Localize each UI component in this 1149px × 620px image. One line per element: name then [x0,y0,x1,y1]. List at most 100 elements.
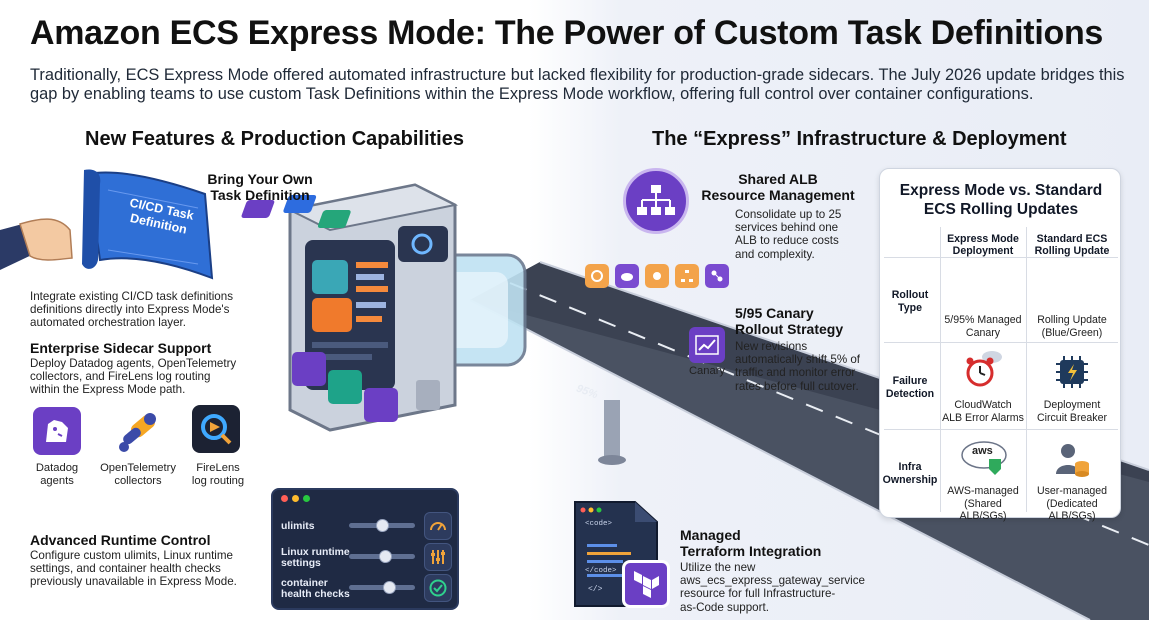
circuit-breaker-icon [1054,354,1090,390]
intro-paragraph: Traditionally, ECS Express Mode offered … [30,66,1125,103]
runtime-title: Advanced Runtime Control [30,532,211,548]
cell-rollout-standard-line1: Rolling Update [1037,314,1107,326]
road-pillar [604,400,620,460]
terraform-title-line1: Managed [680,527,741,543]
opentelemetry-icon [112,405,164,457]
service-icon [585,264,609,288]
road [470,262,1149,620]
datadog-icon [33,407,81,455]
row-header-failure-line2: Detection [885,387,935,400]
comparison-title-line2: ECS Rolling Updates [923,201,1079,218]
cell-rollout-express-line1: 5/95% Managed [944,314,1022,326]
col-header-express: Express Mode Deployment [943,233,1023,257]
opentelemetry-caption: OpenTelemetry collectors [96,462,180,488]
cell-ownership-standard-line1: User-managed [1036,485,1108,497]
code-tag-slash: </> [588,585,603,594]
network-icon [705,264,729,288]
cell-rollout-express-line2: Canary [965,326,1001,339]
cloud-icon [615,264,639,288]
code-tag-close: </code> [585,567,617,575]
comparison-panel: Express Mode vs. Standard ECS Rolling Up… [879,168,1122,522]
cell-failure-standard: Deployment Circuit Breaker [1029,399,1115,424]
terraform-body: Utilize the new aws_ecs_express_gateway_… [680,561,865,614]
row-header-rollout-line2: Type [898,301,922,314]
row-header-failure-line1: Failure [892,375,928,387]
canary-icon-label: Canary [688,365,726,377]
cell-failure-standard-line1: Deployment [1043,399,1101,411]
alarm-clock-icon [964,347,1004,391]
sidecar-cube [292,352,326,386]
sidecar-body: Deploy Datadog agents, OpenTelemetry col… [30,357,237,397]
col-header-standard: Standard ECS Rolling Update [1032,233,1112,257]
linux-runtime-slider[interactable] [349,550,415,563]
row-header-rollout-line1: Rollout [891,289,929,301]
ulimits-slider[interactable] [349,519,415,532]
cell-ownership-express-line2: (Shared ALB/SGs) [959,497,1007,523]
cell-ownership-express-line1: AWS-managed [947,485,1019,497]
canary-body: New revisions automatically shift 5% of … [735,340,861,393]
firelens-icon [192,405,240,453]
sliders-icon [424,543,452,571]
byo-title-line2: Task Definition [210,187,310,203]
right-section-heading: The “Express” Infrastructure & Deploymen… [652,128,1067,150]
aws-cloud-icon [959,437,1009,481]
cell-failure-standard-line2: Circuit Breaker [1036,411,1108,424]
sidecar-cube [328,370,362,404]
col-header-express-line2: Deployment [952,245,1014,257]
opentelemetry-caption-line1: OpenTelemetry [100,462,176,474]
col-header-standard-line1: Standard ECS [1036,233,1108,245]
byo-body: Integrate existing CI/CD task definition… [30,290,233,330]
task-definition-scroll-illustration [0,169,214,280]
datadog-caption-line2: agents [40,475,74,487]
firelens-caption: FireLens log routing [180,462,256,488]
row-header-rollout: Rollout Type [880,289,940,314]
slider-knob[interactable] [382,581,396,594]
datadog-caption-line1: Datadog [35,462,79,474]
canary-title-line2: Rollout Strategy [735,321,844,337]
alb-title-line1: Shared ALB [738,171,818,187]
cell-rollout-standard-line2: (Blue/Green) [1041,326,1103,339]
comparison-title-line1: Express Mode vs. Standard [899,182,1103,199]
alb-title-line2: Resource Management [701,187,855,203]
page-title: Amazon ECS Express Mode: The Power of Cu… [30,14,1104,52]
cell-ownership-express: AWS-managed (Shared ALB/SGs) [940,485,1026,523]
firelens-caption-line2: log routing [191,475,245,487]
service-icons-row [585,264,729,288]
cell-failure-express-line2: ALB Error Alarms [942,411,1024,424]
aws-badge-text: aws [972,445,993,457]
canary-chart-icon [689,327,725,363]
user-database-icon [1052,440,1092,480]
slider-knob[interactable] [379,550,393,563]
window-dots [281,495,310,502]
linux-runtime-label-line1: Linux runtime [281,547,350,558]
linux-runtime-label: Linux runtime settings [281,547,350,569]
health-checks-label-line2: health checks [281,589,350,600]
health-checks-slider[interactable] [349,581,415,594]
cell-rollout-express: 5/95% Managed Canary [940,314,1026,339]
sidecar-title: Enterprise Sidecar Support [30,340,212,356]
byo-title-line1: Bring Your Own [207,171,313,187]
gauge-icon [424,512,452,540]
linux-runtime-label-line2: settings [281,558,321,569]
cell-failure-express: CloudWatch ALB Error Alarms [940,399,1026,424]
firelens-caption-line1: FireLens [196,462,240,474]
row-header-ownership: Infra Ownership [880,461,940,486]
alb-body: Consolidate up to 25 services behind one… [735,208,842,261]
canary-title: 5/95 Canary Rollout Strategy [735,305,895,337]
health-checks-label-line1: container [281,578,328,589]
runtime-body: Configure custom ulimits, Linux runtime … [30,549,237,589]
slider-knob[interactable] [376,519,389,532]
runtime-control-panel: ulimits Linux runtime settings container… [271,488,459,610]
sidecar-cube [364,388,398,422]
cell-ownership-standard: User-managed (Dedicated ALB/SGs) [1029,485,1115,523]
comparison-title: Express Mode vs. Standard ECS Rolling Up… [880,181,1122,219]
canary-title-line1: 5/95 Canary [735,305,814,321]
alb-title: Shared ALB Resource Management [698,171,858,203]
service-icon [645,264,669,288]
col-header-standard-line2: Rolling Update [1034,245,1110,257]
row-header-ownership-line1: Infra [898,461,922,473]
terraform-title-line2: Terraform Integration [680,543,822,559]
left-section-heading: New Features & Production Capabilities [85,128,464,150]
hierarchy-icon [675,264,699,288]
col-header-express-line1: Express Mode [947,233,1019,245]
